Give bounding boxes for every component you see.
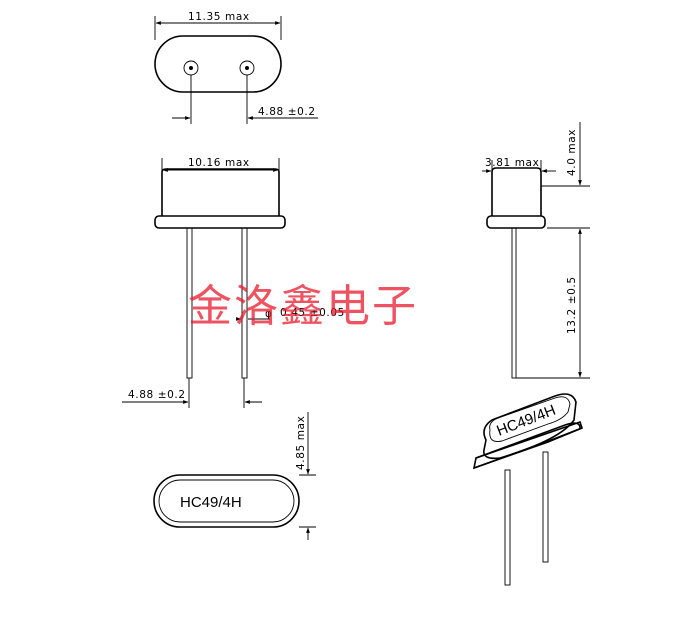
side-height-label: 4.0 max [566, 129, 578, 176]
bottom-height-label: 4.85 max [295, 416, 307, 470]
bottom-view: HC49/4H 4.85 max [153, 412, 316, 540]
front-pin-pitch-label: 4.88 ±0.2 [128, 389, 186, 401]
side-view: 3.81 max 4.0 max 13.2 ±0.5 [482, 122, 590, 379]
diameter-symbol: φ [265, 308, 273, 320]
bottom-marking: HC49/4H [180, 494, 242, 511]
top-width-label: 11.35 max [188, 11, 250, 23]
watermark-text: 金洛鑫电子 [188, 281, 418, 332]
top-pin-pitch-label: 4.88 ±0.2 [258, 106, 316, 118]
front-view: 10.16 max φ 0.45 ±0.05 4.88 ±0.2 [122, 157, 345, 408]
pin-length-label: 13.2 ±0.5 [566, 276, 578, 334]
side-width-label: 3.81 max [485, 157, 539, 169]
top-view: 11.35 max 4.88 ±0.2 [154, 11, 318, 124]
pin-diameter-label: 0.45 ±0.05 [280, 307, 345, 319]
perspective-view: HC49/4H [472, 393, 583, 586]
body-width-label: 10.16 max [188, 157, 250, 169]
